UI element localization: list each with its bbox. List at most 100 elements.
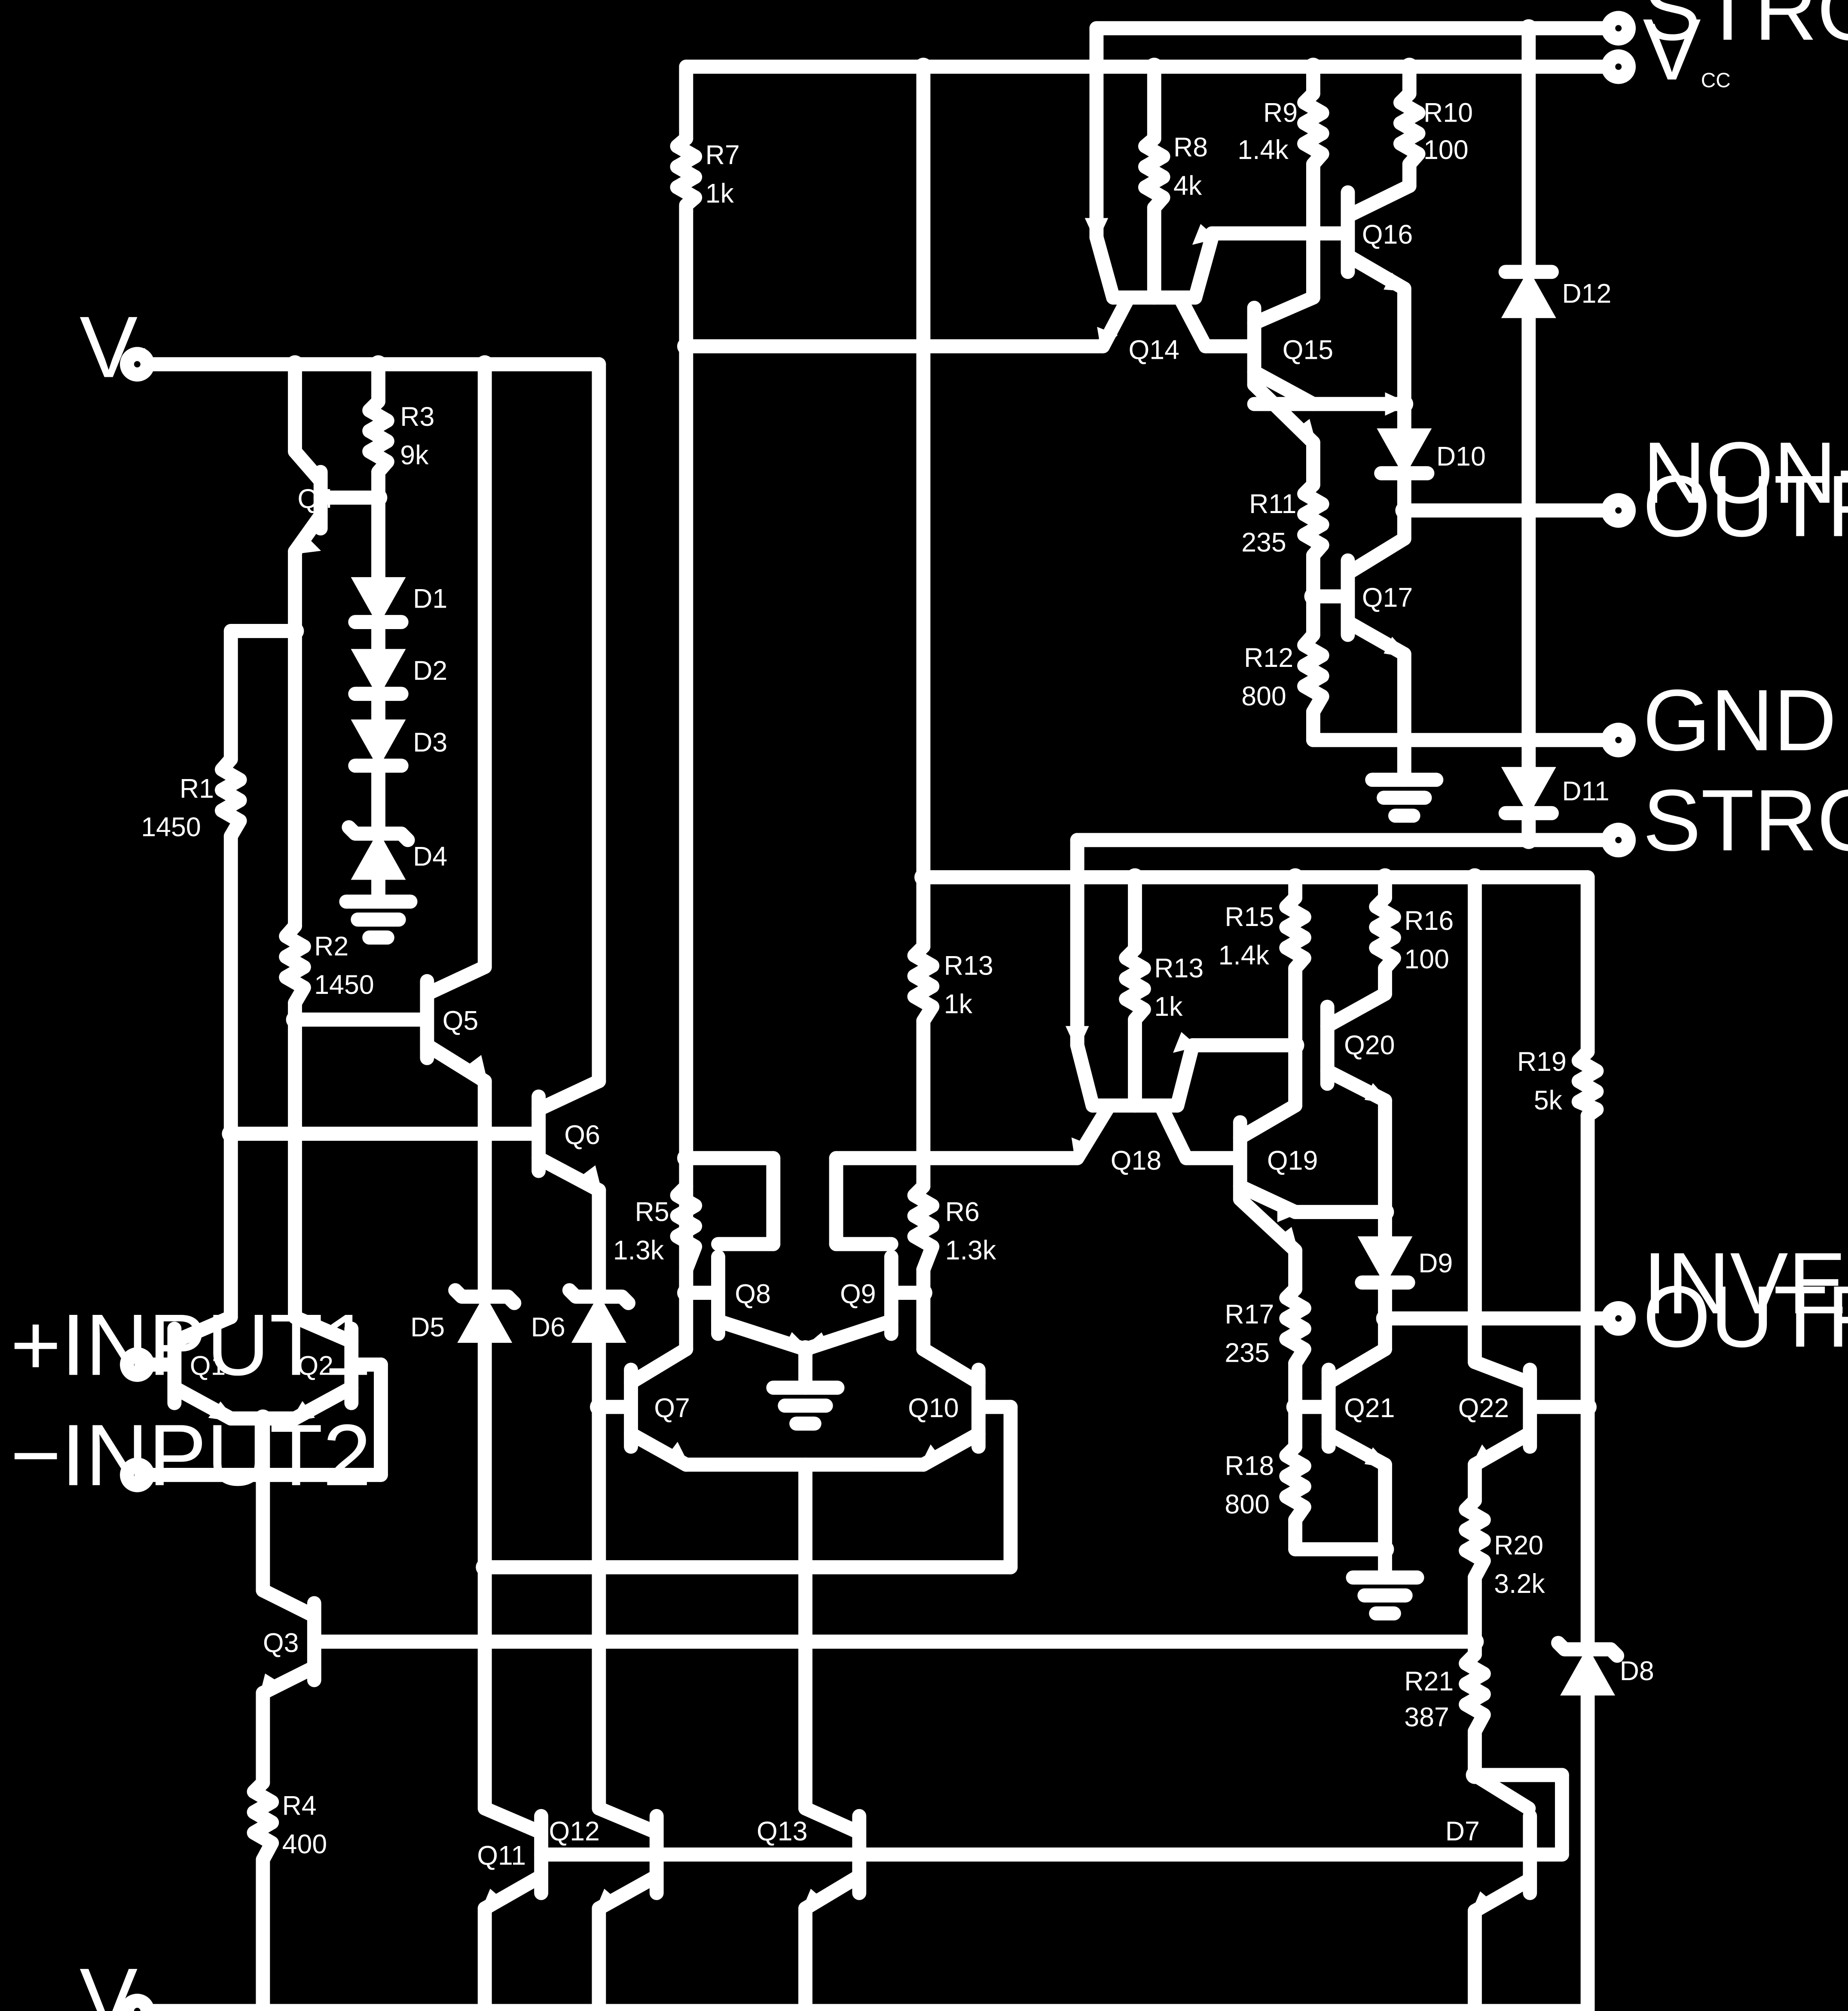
label-r18: R18 <box>1225 1451 1274 1481</box>
label-d12: D12 <box>1562 278 1611 309</box>
resistors <box>214 86 1604 1867</box>
label-q21: Q21 <box>1344 1393 1395 1423</box>
resistor-r20 <box>1459 1493 1491 1585</box>
label-q16: Q16 <box>1362 220 1413 250</box>
diode-d2 <box>348 649 409 701</box>
zener-d5 <box>448 1283 522 1343</box>
label-q18: Q18 <box>1111 1146 1161 1176</box>
value-r7: 1k <box>706 179 734 209</box>
resistor-r18 <box>1279 1439 1311 1527</box>
grounds <box>339 773 1444 1621</box>
value-r12: 800 <box>1241 682 1286 712</box>
label-r1: R1 <box>180 773 214 804</box>
port-labels: STROBE1 VCC NON−INVERTING OUTPUT1 GND ST… <box>10 0 1848 2011</box>
ground-symbol-q8q9 <box>766 1381 845 1431</box>
label-q6: Q6 <box>564 1120 600 1150</box>
junction-dots <box>222 19 1597 2011</box>
diodes <box>342 265 1625 1696</box>
label-q15: Q15 <box>1283 335 1333 365</box>
port-noninv-1: NON−INVERTING <box>1643 424 1848 522</box>
port-vplus: V+ <box>79 298 151 396</box>
label-d6: D6 <box>531 1312 565 1342</box>
label-q1: Q1 <box>190 1351 226 1381</box>
label-q13: Q13 <box>757 1816 807 1846</box>
label-r20: R20 <box>1494 1530 1543 1560</box>
diode-d12 <box>1498 265 1559 318</box>
value-r13-bottom: 1k <box>1154 992 1183 1022</box>
label-r15: R15 <box>1225 902 1274 932</box>
label-d2: D2 <box>413 656 447 686</box>
value-r15: 1.4k <box>1218 940 1269 970</box>
label-q4: Q4 <box>297 484 333 514</box>
port-gnd: GND <box>1643 672 1836 769</box>
label-r3: R3 <box>400 402 434 432</box>
label-r4: R4 <box>282 1791 317 1821</box>
label-r19: R19 <box>1517 1047 1567 1077</box>
wires <box>130 21 1626 2011</box>
label-r10: R10 <box>1423 98 1473 128</box>
label-q12: Q12 <box>549 1816 599 1846</box>
label-q17: Q17 <box>1362 583 1413 613</box>
label-q19: Q19 <box>1267 1146 1318 1176</box>
label-q10: Q10 <box>908 1393 959 1423</box>
label-q9: Q9 <box>840 1279 876 1309</box>
label-r16: R16 <box>1404 906 1454 936</box>
resistor-r16 <box>1369 890 1401 975</box>
resistor-r10 <box>1393 86 1426 171</box>
terminals <box>120 11 1636 2011</box>
label-d4: D4 <box>413 842 447 872</box>
value-r16: 100 <box>1404 944 1449 974</box>
value-r9: 1.4k <box>1237 135 1289 165</box>
zener-d6 <box>562 1283 635 1343</box>
value-r6: 1.3k <box>945 1235 996 1265</box>
zener-d4 <box>342 820 415 880</box>
label-d1: D1 <box>413 584 447 614</box>
label-r9: R9 <box>1263 98 1298 128</box>
label-q22: Q22 <box>1458 1393 1509 1423</box>
resistor-r15 <box>1279 890 1311 975</box>
zener-d8 <box>1551 1635 1625 1696</box>
label-q3: Q3 <box>263 1628 299 1658</box>
port-strobe1: STROBE1 <box>1643 0 1848 59</box>
port-input2: −INPUT2 <box>10 1406 371 1504</box>
label-q14: Q14 <box>1129 335 1179 365</box>
diode-d3 <box>348 719 409 773</box>
resistor-r5 <box>670 1179 703 1295</box>
label-d3: D3 <box>413 727 447 758</box>
diode-d9 <box>1355 1236 1415 1290</box>
value-r13-top: 1k <box>944 989 973 1019</box>
ground-symbol-q17 <box>1365 773 1444 823</box>
resistor-r2 <box>279 919 311 1010</box>
resistor-r21 <box>1459 1647 1491 1739</box>
resistor-r1 <box>214 752 247 844</box>
label-q5: Q5 <box>443 1006 479 1036</box>
resistor-r19 <box>1571 1045 1604 1123</box>
label-r7: R7 <box>706 140 740 170</box>
label-r11: R11 <box>1249 489 1296 519</box>
label-d7: D7 <box>1445 1816 1480 1846</box>
port-inv-2: OUTPUT2 <box>1643 1268 1848 1366</box>
value-r4: 400 <box>282 1829 327 1859</box>
resistor-r7 <box>670 131 703 219</box>
label-q11: Q11 <box>477 1841 526 1871</box>
port-noninv-2: OUTPUT1 <box>1643 458 1848 555</box>
value-r21: 387 <box>1404 1702 1449 1732</box>
resistor-r11 <box>1297 477 1329 562</box>
label-q20: Q20 <box>1344 1030 1395 1060</box>
value-r17: 235 <box>1225 1338 1270 1368</box>
port-inv-1: INVERTING <box>1643 1235 1848 1332</box>
value-r20: 3.2k <box>1494 1569 1545 1599</box>
resistor-r3 <box>362 394 394 479</box>
label-d11: D11 <box>1562 776 1609 806</box>
label-r13-bottom: R13 <box>1154 953 1203 983</box>
diode-d1 <box>348 577 409 629</box>
label-d10: D10 <box>1436 441 1486 471</box>
label-q8: Q8 <box>735 1279 771 1309</box>
label-q7: Q7 <box>654 1393 690 1423</box>
resistor-r6 <box>907 1179 940 1277</box>
resistor-r13-bottom <box>1119 942 1151 1027</box>
label-r6: R6 <box>945 1197 980 1227</box>
value-r5: 1.3k <box>613 1235 664 1265</box>
label-r12: R12 <box>1244 643 1293 673</box>
